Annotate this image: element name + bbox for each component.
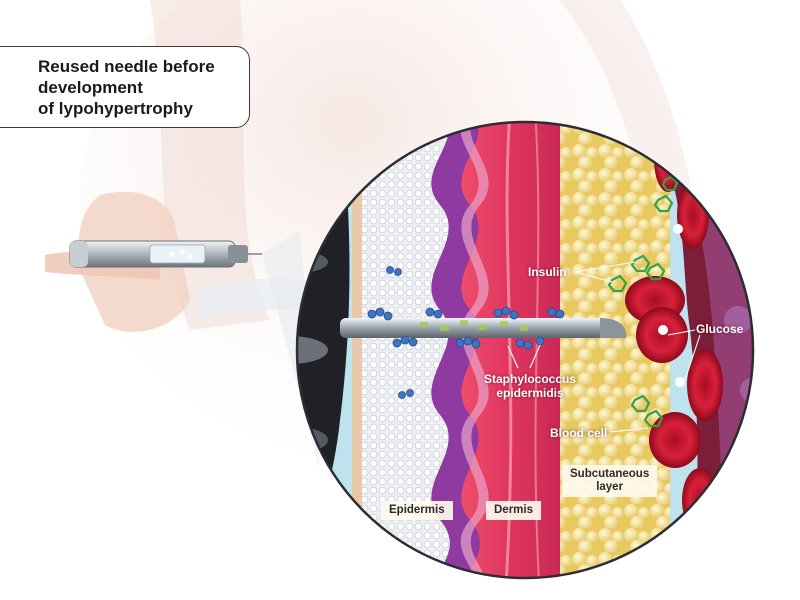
dermis-label: Dermis: [486, 501, 541, 520]
blood-cell-leader-line: [609, 427, 649, 433]
title-box: [0, 46, 250, 128]
diagram-title: Reused needle before development of lypo…: [38, 56, 248, 119]
staph-leader-line: [507, 344, 541, 369]
insulin-pen: [69, 240, 262, 268]
insulin-label: Insulin: [528, 265, 567, 279]
insulin-leader-line: [574, 261, 636, 283]
staphylococcus-bacteria: [367, 266, 565, 399]
glucose-label: Glucose: [696, 322, 744, 336]
glucose-leader-line: [667, 329, 701, 381]
insulin-molecules: [607, 175, 679, 428]
needle: [340, 318, 627, 338]
title-line-2: development: [38, 78, 143, 97]
subcutaneous-layer-label: Subcutaneous layer: [562, 465, 658, 497]
title-line-3: of lypohypertrophy: [38, 99, 193, 118]
staphylococcus-label: Staphylococcus epidermidis: [470, 372, 590, 400]
title-line-1: Reused needle before: [38, 57, 215, 76]
blood-cell-label: Blood cell: [550, 426, 608, 440]
subcutaneous-label-line-2: layer: [596, 481, 624, 493]
epidermis-label: Epidermis: [381, 501, 453, 520]
staphylococcus-label-line-2: epidermidis: [496, 386, 564, 400]
subcutaneous-label-line-1: Subcutaneous: [570, 468, 650, 480]
glucose-molecules: [658, 224, 685, 387]
staphylococcus-label-line-1: Staphylococcus: [483, 372, 577, 386]
